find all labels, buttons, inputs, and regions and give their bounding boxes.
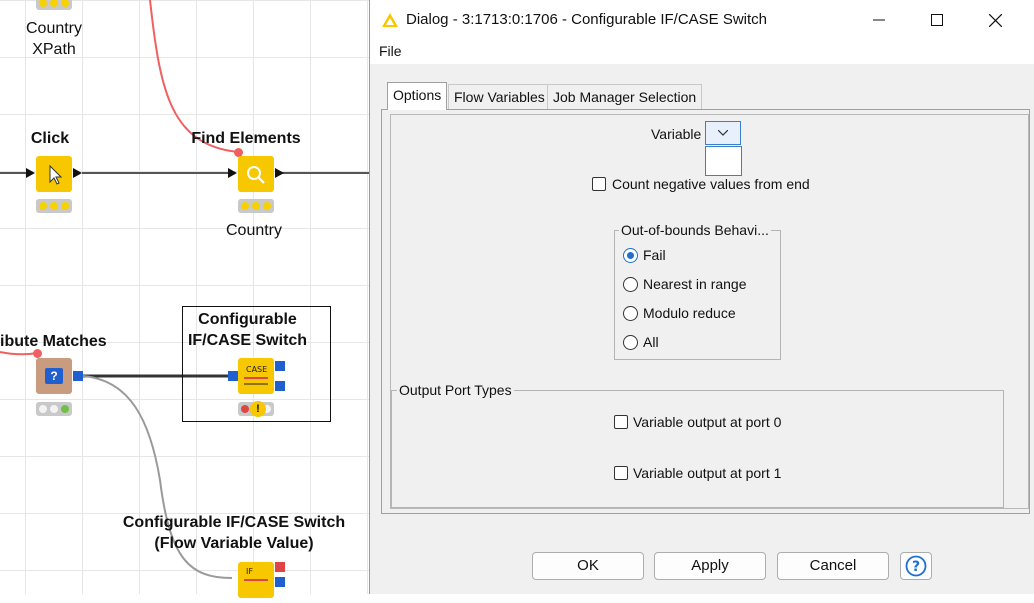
node-out-port[interactable] — [73, 168, 82, 178]
warning-icon: ! — [250, 401, 266, 417]
knime-triangle-icon — [382, 13, 398, 27]
node-status-attribute-matches — [36, 402, 72, 416]
connections-layer — [0, 0, 370, 579]
node-configurable-switch-flow[interactable]: IF — [238, 562, 274, 598]
close-button[interactable] — [972, 0, 1018, 40]
svg-text:?: ? — [912, 559, 920, 575]
tab-options[interactable]: Options — [387, 82, 448, 110]
radio-modulo-label: Modulo reduce — [643, 305, 736, 321]
count-negative-label: Count negative values from end — [612, 176, 810, 192]
node-out-port-0[interactable] — [275, 361, 285, 371]
tab-flow-variables[interactable]: Flow Variables — [448, 84, 551, 109]
radio-fail-label: Fail — [643, 247, 666, 263]
radio-nearest-in-range[interactable] — [623, 277, 638, 292]
help-button[interactable]: ? — [900, 552, 932, 580]
node-annotation-country: Country — [225, 222, 283, 239]
node-out-port[interactable] — [275, 168, 284, 178]
variable-port1-checkbox[interactable] — [614, 466, 628, 480]
apply-button[interactable]: Apply — [654, 552, 766, 580]
node-label-country-xpath: Country XPath — [25, 20, 83, 58]
node-status-click — [36, 199, 72, 213]
node-out-port[interactable] — [275, 577, 285, 587]
output-port-types-group — [391, 390, 1004, 508]
options-panel — [390, 114, 1029, 509]
dialog-title: Dialog - 3:1713:0:1706 - Configurable IF… — [406, 11, 768, 28]
out-of-bounds-group — [614, 230, 781, 360]
flow-variable-port[interactable] — [234, 148, 243, 157]
dialog-window: Dialog - 3:1713:0:1706 - Configurable IF… — [369, 0, 1034, 594]
ok-button[interactable]: OK — [532, 552, 644, 580]
count-negative-checkbox[interactable] — [592, 177, 606, 191]
variable-port1-label: Variable output at port 1 — [633, 465, 782, 481]
svg-text:IF: IF — [246, 567, 253, 576]
node-label-find-elements: Find Elements — [191, 130, 301, 147]
node-out-port[interactable] — [73, 371, 83, 381]
node-in-port[interactable] — [26, 168, 35, 178]
chevron-down-icon — [718, 130, 728, 136]
radio-fail[interactable] — [623, 248, 638, 263]
node-label-click: Click — [30, 130, 70, 147]
variable-port0-checkbox[interactable] — [614, 415, 628, 429]
node-configurable-switch[interactable]: CASE — [238, 358, 274, 394]
close-icon — [988, 13, 1002, 27]
radio-nearest-label: Nearest in range — [643, 276, 747, 292]
output-port-types-title: Output Port Types — [397, 382, 514, 398]
node-label-configurable-switch: Configurable IF/CASE Switch — [187, 311, 308, 349]
help-icon: ? — [905, 555, 927, 577]
find-elements-icon — [247, 166, 265, 184]
cancel-button[interactable]: Cancel — [777, 552, 889, 580]
svg-text:CASE: CASE — [246, 365, 267, 374]
node-out-port-1[interactable] — [275, 381, 285, 391]
flow-variable-port[interactable] — [33, 349, 42, 358]
node-in-port[interactable] — [228, 168, 237, 178]
variable-label: Variable — [651, 126, 702, 142]
minimize-icon — [873, 19, 885, 21]
node-click[interactable] — [36, 156, 72, 192]
variable-dropdown-list[interactable] — [705, 146, 742, 176]
node-find-elements[interactable] — [238, 156, 274, 192]
node-status-find-elements — [238, 199, 274, 213]
node-label-configurable-switch-flow: Configurable IF/CASE Switch (Flow Variab… — [122, 514, 346, 552]
switch-icon: IF — [244, 567, 268, 581]
menu-file[interactable]: File — [379, 43, 402, 59]
radio-all[interactable] — [623, 335, 638, 350]
maximize-icon — [931, 14, 943, 26]
cursor-icon — [49, 164, 63, 185]
out-of-bounds-title: Out-of-bounds Behavi... — [619, 222, 771, 238]
node-in-port[interactable] — [228, 371, 238, 381]
node-attribute-matches[interactable]: ? — [36, 358, 72, 394]
question-icon: ? — [45, 368, 63, 384]
radio-modulo-reduce[interactable] — [623, 306, 638, 321]
variable-dropdown[interactable] — [705, 121, 741, 145]
tab-job-manager-selection[interactable]: Job Manager Selection — [547, 84, 703, 109]
title-bar[interactable]: Dialog - 3:1713:0:1706 - Configurable IF… — [370, 0, 1034, 40]
minimize-button[interactable] — [856, 0, 902, 40]
radio-all-label: All — [643, 334, 659, 350]
maximize-button[interactable] — [914, 0, 960, 40]
tab-panel-options — [381, 109, 1030, 514]
node-out-port[interactable] — [275, 562, 285, 572]
node-label-attribute-matches: ibute Matches — [0, 333, 107, 350]
menu-bar: File — [370, 40, 1034, 64]
switch-icon: CASE — [244, 365, 268, 385]
selection-box — [182, 306, 331, 422]
node-status-country-xpath — [36, 0, 72, 10]
variable-port0-label: Variable output at port 0 — [633, 414, 782, 430]
